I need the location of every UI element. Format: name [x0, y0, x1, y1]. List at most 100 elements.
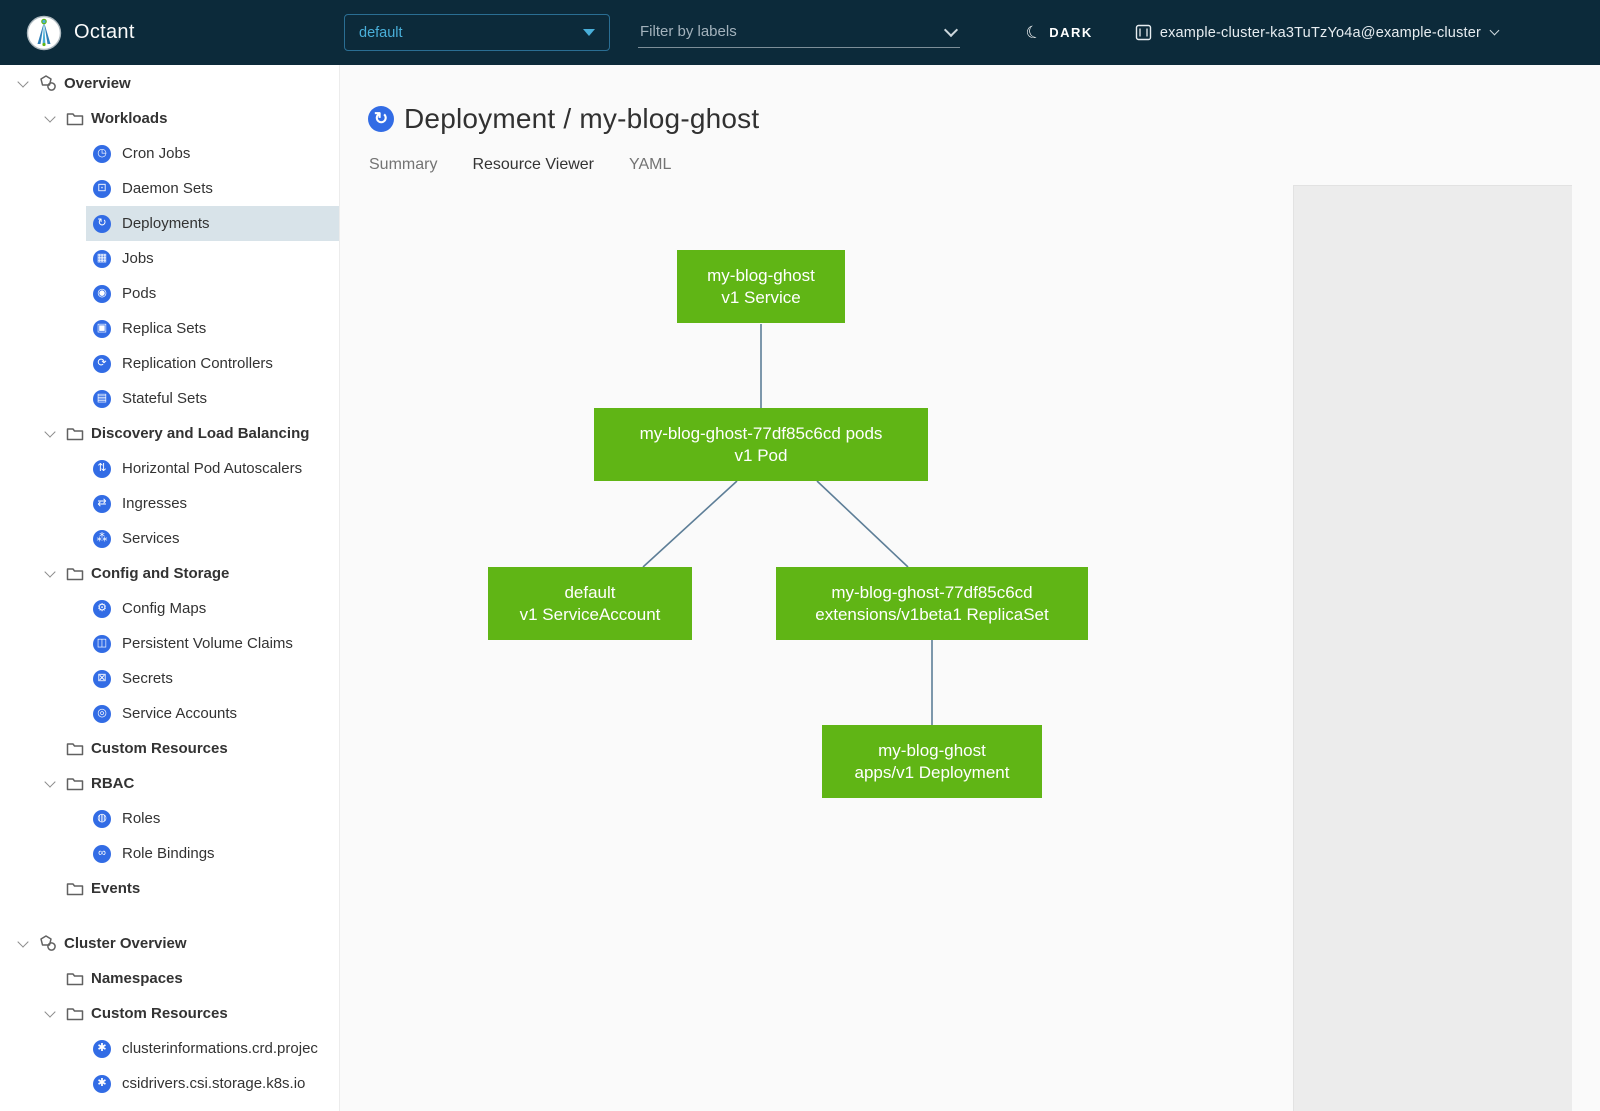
resource-viewer-canvas[interactable]: my-blog-ghost v1 Service my-blog-ghost-7…	[340, 183, 1600, 1111]
graph-node-replicaset[interactable]: my-blog-ghost-77df85c6cd extensions/v1be…	[776, 567, 1088, 640]
theme-toggle[interactable]: ☾ DARK	[1023, 20, 1093, 44]
graph-node-deployment[interactable]: my-blog-ghost apps/v1 Deployment	[822, 725, 1042, 798]
folder-icon	[63, 741, 87, 757]
role-bindings-icon: ∞	[93, 844, 111, 863]
chevron-down-icon	[17, 935, 29, 948]
node-kind: apps/v1 Deployment	[854, 762, 1010, 782]
sidebar-item-csidrivers[interactable]: ✱ csidrivers.csi.storage.k8s.io	[86, 1066, 339, 1101]
filter-labels-input[interactable]	[638, 17, 960, 48]
folder-icon	[63, 971, 87, 987]
caret-down-icon	[583, 29, 595, 36]
node-name: my-blog-ghost	[707, 266, 815, 286]
namespace-value: default	[359, 24, 403, 41]
sidebar-item-discovery-and-load-balancing[interactable]: Discovery and Load Balancing	[0, 416, 339, 451]
sidebar-item-secrets[interactable]: ⊠ Secrets	[86, 661, 339, 696]
tab-summary[interactable]: Summary	[369, 156, 438, 173]
config-maps-icon: ⚙	[93, 599, 111, 618]
graph-node-serviceaccount[interactable]: default v1 ServiceAccount	[488, 567, 692, 640]
sidebar-item-label: Jobs	[122, 250, 154, 267]
services-icon: ⁂	[93, 529, 111, 548]
sidebar-item-label: Roles	[122, 810, 161, 827]
sidebar-item-namespaces[interactable]: Namespaces	[0, 961, 339, 996]
chevron-down-icon	[17, 75, 29, 88]
app-title: Octant	[74, 21, 135, 43]
sidebar-item-label: Config Maps	[122, 600, 207, 617]
jobs-icon: ▦	[93, 249, 111, 268]
sidebar-item-clusterinformations[interactable]: ✱ clusterinformations.crd.projec	[86, 1031, 339, 1066]
sidebar-item-replication-controllers[interactable]: ⟳ Replication Controllers	[86, 346, 339, 381]
page-header: ↻ Deployment / my-blog-ghost	[368, 103, 759, 135]
sidebar-item-label: Replica Sets	[122, 320, 207, 337]
node-name: my-blog-ghost-77df85c6cd	[831, 583, 1033, 603]
cluster-context-selector[interactable]: example-cluster-ka3TuTzYo4a@example-clus…	[1135, 24, 1500, 41]
chevron-down-icon	[44, 425, 56, 438]
octant-logo-icon	[26, 15, 62, 51]
sidebar-item-persistent-volume-claims[interactable]: ◫ Persistent Volume Claims	[86, 626, 339, 661]
graph-node-service[interactable]: my-blog-ghost v1 Service	[677, 250, 845, 323]
chevron-down-icon	[44, 110, 56, 123]
sidebar-item-label: Stateful Sets	[122, 390, 208, 407]
persistent-volume-claims-icon: ◫	[93, 634, 111, 653]
roles-icon: ◍	[93, 809, 111, 828]
sidebar-item-cluster-custom-resources[interactable]: Custom Resources	[0, 996, 339, 1031]
horizontal-pod-autoscalers-icon: ⇅	[93, 459, 111, 478]
sidebar-item-config-maps[interactable]: ⚙ Config Maps	[86, 591, 339, 626]
sidebar-item-label: Service Accounts	[122, 705, 238, 722]
chevron-down-icon	[44, 1005, 56, 1018]
sidebar-item-roles[interactable]: ◍ Roles	[86, 801, 339, 836]
sidebar-item-horizontal-pod-autoscalers[interactable]: ⇅ Horizontal Pod Autoscalers	[86, 451, 339, 486]
sidebar-item-ingresses[interactable]: ⇄ Ingresses	[86, 486, 339, 521]
sidebar-item-role-bindings[interactable]: ∞ Role Bindings	[86, 836, 339, 871]
stateful-sets-icon: ▤	[93, 389, 111, 408]
sidebar-item-label: Secrets	[122, 670, 173, 687]
main-content: ↻ Deployment / my-blog-ghost Summary Res…	[340, 65, 1600, 1111]
sidebar-item-label: Deployments	[122, 215, 210, 232]
sidebar-item-daemon-sets[interactable]: ⊡ Daemon Sets	[86, 171, 339, 206]
tab-yaml[interactable]: YAML	[629, 156, 672, 173]
sidebar-item-label: Daemon Sets	[122, 180, 213, 197]
sidebar-item-label: Pods	[122, 285, 157, 302]
sidebar-item-deployments[interactable]: ↻ Deployments	[86, 206, 339, 241]
tab-bar: Summary Resource Viewer YAML	[368, 150, 1543, 186]
sidebar-item-label: Ingresses	[122, 495, 188, 512]
deployment-icon: ↻	[368, 106, 394, 132]
sidebar-item-jobs[interactable]: ▦ Jobs	[86, 241, 339, 276]
tab-resource-viewer[interactable]: Resource Viewer	[471, 150, 595, 186]
graph-node-pod[interactable]: my-blog-ghost-77df85c6cd pods v1 Pod	[594, 408, 928, 481]
page-title: Deployment / my-blog-ghost	[404, 103, 760, 134]
sidebar-nav: Overview Workloads ◷ Cron Jobs ⊡ Daemon …	[0, 65, 340, 1111]
sidebar-item-overview[interactable]: Overview	[0, 66, 339, 101]
label-filter	[638, 17, 960, 48]
sidebar-item-config-and-storage[interactable]: Config and Storage	[0, 556, 339, 591]
sidebar-item-pods[interactable]: ◉ Pods	[86, 276, 339, 311]
sidebar-item-service-accounts[interactable]: ◎ Service Accounts	[86, 696, 339, 731]
applications-icon	[36, 934, 60, 953]
sidebar-item-workloads[interactable]: Workloads	[0, 101, 339, 136]
sidebar-item-cluster-overview[interactable]: Cluster Overview	[0, 926, 339, 961]
node-kind: v1 Pod	[734, 445, 788, 465]
sidebar-item-label: clusterinformations.crd.projec	[122, 1040, 318, 1057]
sidebar-item-rbac[interactable]: RBAC	[0, 766, 339, 801]
node-kind: v1 ServiceAccount	[519, 604, 661, 624]
chevron-down-icon	[44, 775, 56, 788]
node-name: default	[564, 583, 616, 603]
chevron-down-icon	[44, 565, 56, 578]
namespace-select[interactable]: default	[344, 14, 610, 51]
sidebar-item-stateful-sets[interactable]: ▤ Stateful Sets	[86, 381, 339, 416]
replication-controllers-icon: ⟳	[93, 354, 111, 373]
sidebar-item-label: Services	[122, 530, 180, 547]
pods-icon: ◉	[93, 284, 111, 303]
node-name: my-blog-ghost-77df85c6cd pods	[639, 424, 883, 444]
graph-edges	[642, 324, 933, 725]
sidebar-item-custom-resources[interactable]: Custom Resources	[0, 731, 339, 766]
sidebar-item-services[interactable]: ⁂ Services	[86, 521, 339, 556]
sidebar-item-cron-jobs[interactable]: ◷ Cron Jobs	[86, 136, 339, 171]
moon-icon: ☾	[1023, 20, 1044, 44]
sidebar-item-label: Replication Controllers	[122, 355, 273, 372]
sidebar-item-replica-sets[interactable]: ▣ Replica Sets	[86, 311, 339, 346]
brand: Octant	[0, 15, 340, 51]
sidebar-item-label: Overview	[64, 75, 131, 92]
ingresses-icon: ⇄	[93, 494, 111, 513]
sidebar-item-events[interactable]: Events	[0, 871, 339, 906]
